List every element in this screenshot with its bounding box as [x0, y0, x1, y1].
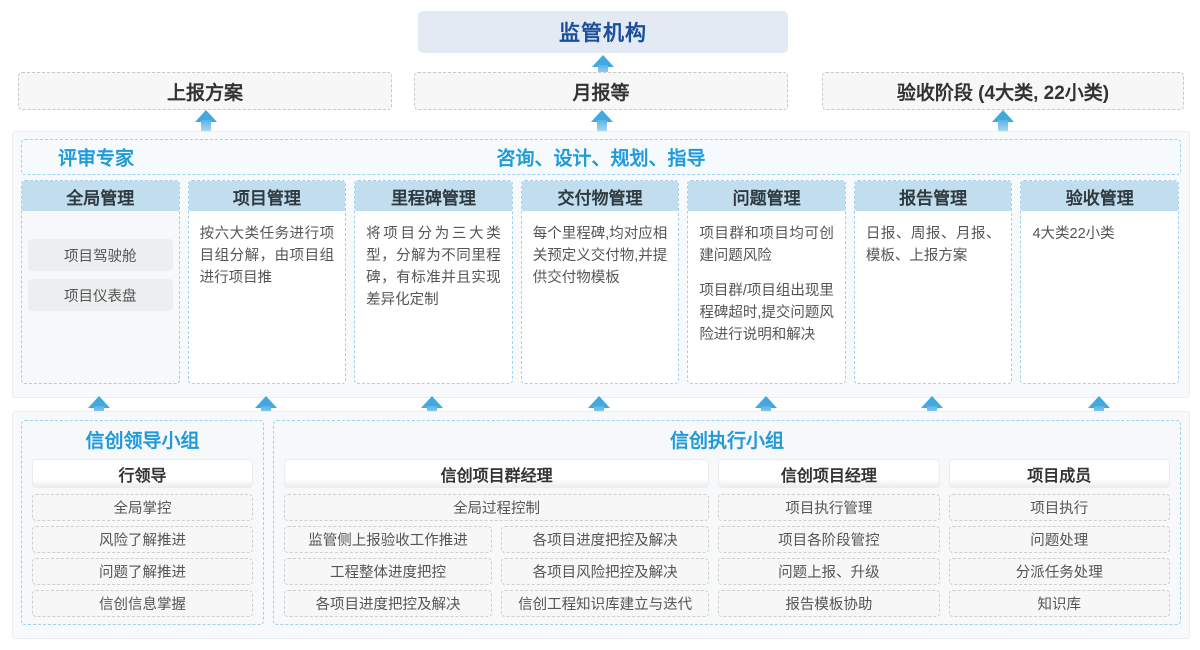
report-box-monthly: 月报等: [414, 72, 788, 110]
program-manager-left-items: 监管侧上报验收工作推进工程整体进度把控各项目进度把控及解决: [284, 526, 493, 617]
capability-column-title: 报告管理: [854, 181, 1012, 211]
capability-column-body: 日报、周报、月报、模板、上报方案: [855, 211, 1012, 275]
program-manager-item[interactable]: 各项目进度把控及解决: [284, 590, 493, 617]
capability-column[interactable]: 验收管理 4大类22小类: [1020, 180, 1180, 384]
program-manager-right-items: 各项目进度把控及解决各项目风险把控及解决信创工程知识库建立与迭代: [501, 526, 710, 617]
program-manager-item[interactable]: 工程整体进度把控: [284, 558, 493, 585]
capability-description: 将项目分为三大类型，分解为不同里程碑，有标准并且实现差异化定制: [366, 226, 501, 308]
leadership-item[interactable]: 全局掌控: [32, 494, 253, 521]
project-manager-item[interactable]: 报告模板协助: [718, 590, 940, 617]
authority-card: 监管机构: [418, 11, 788, 53]
project-member-item[interactable]: 问题处理: [948, 526, 1170, 553]
advisory-services-label: 咨询、设计、规划、指导: [496, 148, 706, 170]
role-program-manager-header[interactable]: 信创项目群经理: [284, 459, 710, 488]
program-manager-item[interactable]: 监管侧上报验收工作推进: [284, 526, 493, 553]
capability-column-body: 项目群和项目均可创建问题风险项目群/项目组出现里程碑超时,提交问题风险进行说明和…: [688, 211, 845, 354]
capability-column-body: [22, 211, 179, 231]
capability-column-list: 全局管理项目驾驶舱项目仪表盘项目管理按六大类任务进行项目组分解，由项目组进行项目…: [21, 180, 1180, 384]
role-program-manager: 信创项目群经理 全局过程控制 监管侧上报验收工作推进工程整体进度把控各项目进度把…: [284, 459, 710, 617]
report-label: 月报等: [572, 82, 630, 104]
capability-pill[interactable]: 项目驾驶舱: [28, 239, 173, 271]
arrow-up-to-plan: [195, 110, 217, 136]
capability-column-body: 4大类22小类: [1021, 211, 1178, 253]
leadership-item[interactable]: 问题了解推进: [32, 558, 253, 585]
program-manager-item[interactable]: 各项目进度把控及解决: [501, 526, 710, 553]
leadership-group: 信创领导小组 行领导 全局掌控风险了解推进问题了解推进信创信息掌握: [21, 420, 264, 625]
capability-column-body: 每个里程碑,均对应相关预定义交付物,并提供交付物模板: [522, 211, 679, 297]
capability-description: 日报、周报、月报、模板、上报方案: [865, 226, 1001, 264]
leadership-item[interactable]: 风险了解推进: [32, 526, 253, 553]
role-project-manager: 信创项目经理 项目执行管理项目各阶段管控问题上报、升级报告模板协助: [718, 459, 940, 617]
report-label: 验收阶段 (4大类, 22小类): [896, 82, 1110, 104]
project-manager-item[interactable]: 项目执行管理: [718, 494, 940, 521]
role-bank-leader: 行领导 全局掌控风险了解推进问题了解推进信创信息掌握: [32, 459, 253, 617]
capability-column[interactable]: 里程碑管理将项目分为三大类型，分解为不同里程碑，有标准并且实现差异化定制: [354, 180, 513, 384]
capability-description: 项目群和项目均可创建问题风险: [699, 226, 834, 264]
capability-column-title: 里程碑管理: [355, 181, 512, 211]
authority-label: 监管机构: [559, 22, 647, 45]
leadership-group-title: 信创领导小组: [85, 431, 200, 452]
capability-description: 4大类22小类: [1032, 226, 1115, 242]
project-member-item[interactable]: 分派任务处理: [948, 558, 1170, 585]
capability-description: 按六大类任务进行项目组分解，由项目组进行项目推: [199, 226, 335, 286]
capability-description: 项目群/项目组出现里程碑超时,提交问题风险进行说明和解决: [699, 283, 834, 343]
report-box-acceptance: 验收阶段 (4大类, 22小类): [822, 72, 1184, 110]
role-project-member: 项目成员 项目执行问题处理分派任务处理知识库: [948, 459, 1170, 617]
project-member-item[interactable]: 项目执行: [948, 494, 1170, 521]
report-box-plan: 上报方案: [18, 72, 392, 110]
role-bank-leader-header[interactable]: 行领导: [32, 459, 253, 488]
capability-column[interactable]: 交付物管理每个里程碑,均对应相关预定义交付物,并提供交付物模板: [520, 180, 680, 384]
capability-column-body: 将项目分为三大类型，分解为不同里程碑，有标准并且实现差异化定制: [355, 211, 512, 319]
platform-capability-band: 评审专家 咨询、设计、规划、指导 全局管理项目驾驶舱项目仪表盘项目管理按六大类任…: [12, 131, 1190, 398]
capability-description: 每个里程碑,均对应相关预定义交付物,并提供交付物模板: [532, 226, 668, 286]
capability-column-title: 项目管理: [188, 181, 346, 211]
program-manager-item[interactable]: 各项目风险把控及解决: [501, 558, 710, 585]
project-manager-item[interactable]: 问题上报、升级: [718, 558, 940, 585]
capability-pill[interactable]: 项目仪表盘: [28, 279, 173, 311]
program-manager-primary-item: 全局过程控制: [284, 494, 710, 521]
program-manager-item[interactable]: 信创工程知识库建立与迭代: [501, 590, 710, 617]
arrow-up-to-monthly: [591, 110, 613, 136]
leadership-item[interactable]: 信创信息掌握: [32, 590, 253, 617]
capability-column-title: 交付物管理: [521, 181, 679, 211]
capability-column[interactable]: 全局管理项目驾驶舱项目仪表盘: [21, 180, 180, 384]
capability-column-body: 按六大类任务进行项目组分解，由项目组进行项目推: [189, 211, 346, 297]
project-manager-item-list: 项目执行管理项目各阶段管控问题上报、升级报告模板协助: [718, 494, 940, 617]
arrow-up-to-acceptance: [992, 110, 1014, 136]
capability-column[interactable]: 报告管理日报、周报、月报、模板、上报方案: [853, 180, 1013, 384]
review-expert-label: 评审专家: [58, 148, 135, 170]
report-label: 上报方案: [166, 82, 243, 104]
capability-column-title: 全局管理: [22, 181, 179, 211]
advisory-header: 评审专家 咨询、设计、规划、指导: [21, 139, 1181, 175]
role-project-member-header[interactable]: 项目成员: [948, 459, 1170, 488]
execution-group: 信创执行小组 信创项目群经理 全局过程控制 监管侧上报验收工作推进工程整体进度把…: [273, 420, 1181, 625]
capability-column[interactable]: 项目管理按六大类任务进行项目组分解，由项目组进行项目推: [187, 180, 347, 384]
project-member-item[interactable]: 知识库: [948, 590, 1170, 617]
execution-group-title: 信创执行小组: [669, 431, 784, 452]
project-member-item-list: 项目执行问题处理分派任务处理知识库: [948, 494, 1170, 617]
capability-column-title: 问题管理: [688, 181, 845, 211]
team-band: 信创领导小组 行领导 全局掌控风险了解推进问题了解推进信创信息掌握 信创执行小组…: [12, 411, 1190, 639]
project-manager-item[interactable]: 项目各阶段管控: [718, 526, 940, 553]
capability-column-title: 验收管理: [1021, 181, 1179, 211]
role-project-manager-header[interactable]: 信创项目经理: [718, 459, 940, 488]
leadership-item-list: 全局掌控风险了解推进问题了解推进信创信息掌握: [32, 494, 253, 617]
capability-column[interactable]: 问题管理项目群和项目均可创建问题风险项目群/项目组出现里程碑超时,提交问题风险进…: [687, 180, 846, 384]
